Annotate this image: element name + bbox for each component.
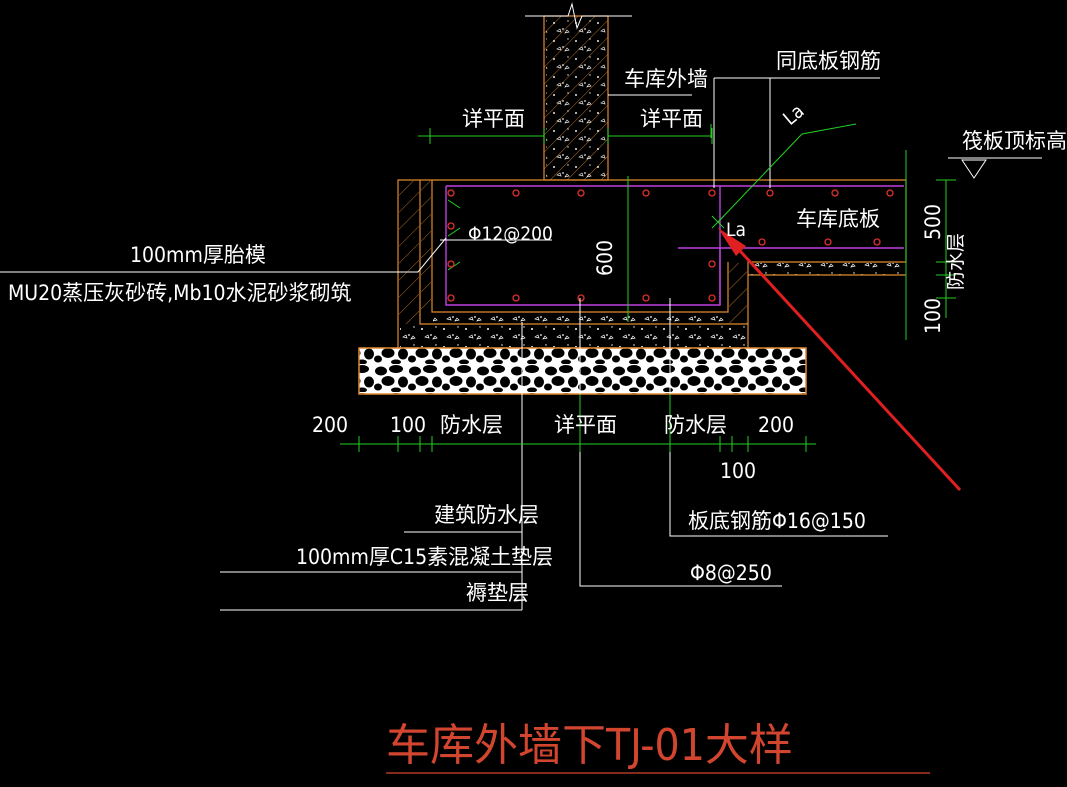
label-same-as-bottom-rebar: 同底板钢筋: [776, 49, 881, 73]
label-c15-cushion: 100mm厚C15素混凝土垫层: [296, 545, 553, 569]
label-stirrup: Φ12@200: [468, 223, 553, 245]
label-see-plan-left: 详平面: [462, 107, 525, 131]
foundation-beam: [397, 179, 907, 349]
label-building-waterproof: 建筑防水层: [434, 503, 539, 527]
dimension-lines: [340, 128, 956, 452]
label-dim-500: 500: [921, 204, 945, 240]
annotation-arrowhead: [718, 228, 746, 256]
drawing-title: 车库外墙下TJ-01大样: [386, 720, 793, 771]
label-bedding: 褥垫层: [466, 581, 529, 605]
label-bottom-rebar: 板底钢筋Φ16@150: [688, 509, 866, 533]
label-phi8: Φ8@250: [690, 561, 772, 585]
label-brick-spec: MU20蒸压灰砂砖,Mb10水泥砂浆砌筑: [8, 281, 352, 305]
label-dim-200-right: 200: [758, 413, 794, 437]
label-see-plan-right: 详平面: [640, 107, 703, 131]
label-waterproof-bottom-right: 防水层: [664, 413, 727, 437]
label-dim-100-right: 100: [921, 298, 945, 334]
rebar-cage: [445, 176, 904, 322]
garage-wall: [525, 2, 632, 181]
leader-lines: [0, 77, 1042, 611]
gravel-cushion: [358, 347, 807, 395]
labels: 车库外墙 同底板钢筋 详平面 详平面 筏板顶标高 La La 车库底板 Φ12@…: [8, 49, 1067, 605]
label-see-plan-bottom: 详平面: [554, 413, 617, 437]
label-depth-600: 600: [593, 240, 617, 276]
label-brick-mold: 100mm厚胎模: [130, 243, 266, 267]
rebar-dots: [447, 189, 894, 302]
label-garage-outer-wall: 车库外墙: [624, 67, 708, 91]
label-garage-slab: 车库底板: [796, 207, 880, 231]
label-dim-200-left: 200: [312, 413, 348, 437]
label-lap-la: La: [726, 219, 746, 241]
label-waterproof-left: 防水层: [440, 413, 503, 437]
label-raft-top-elevation: 筏板顶标高: [962, 129, 1067, 153]
annotation-arrow: [728, 238, 962, 492]
label-lap-la-top: La: [779, 100, 808, 130]
label-waterproof-right: 防水层: [945, 233, 967, 290]
label-dim-100-bottom: 100: [720, 459, 756, 483]
label-dim-100-left: 100: [390, 413, 426, 437]
